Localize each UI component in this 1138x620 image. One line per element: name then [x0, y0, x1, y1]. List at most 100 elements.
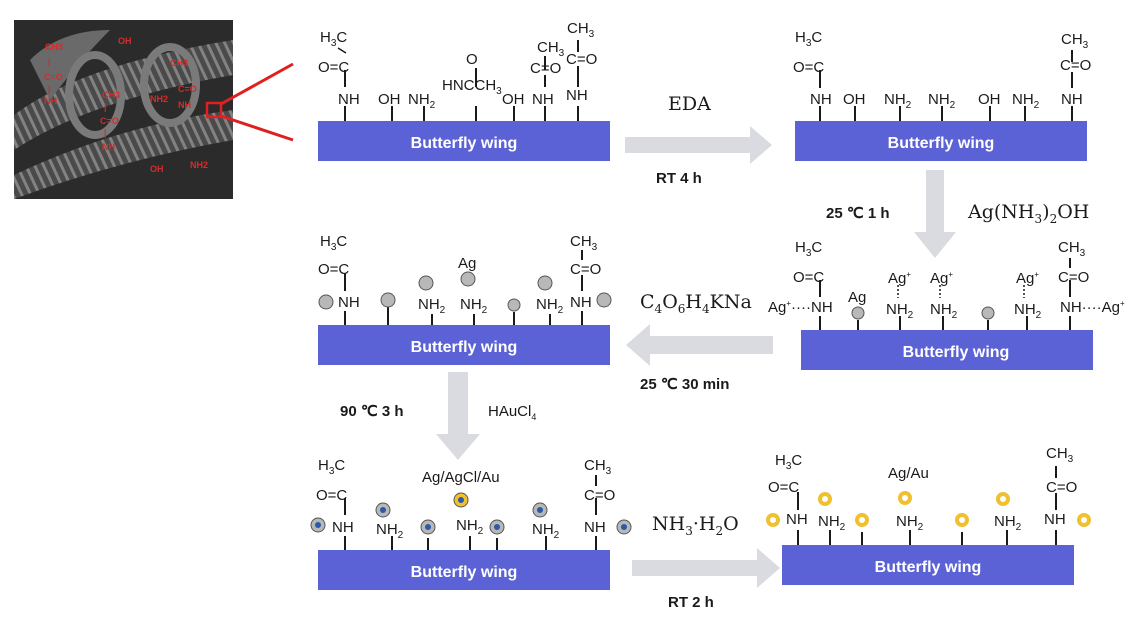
svg-text:CH3: CH3 — [170, 58, 188, 68]
svg-text:|: | — [48, 84, 51, 94]
ag-au-core-shell-particle — [453, 492, 469, 508]
svg-text:Ag: Ag — [848, 289, 866, 306]
panel-ag-agcl-au: Butterfly wing Ag/AgCl/Au H3C O=C — [310, 457, 632, 590]
svg-text:Ag+: Ag+ — [930, 270, 953, 287]
svg-text:NH2: NH2 — [896, 513, 924, 533]
ag-particle — [318, 294, 334, 310]
svg-text:O: O — [466, 51, 478, 68]
ag-au-core-shell-particle — [375, 502, 391, 518]
svg-text:OH: OH — [378, 91, 401, 108]
step3-reagent: C4O6H4KNa — [640, 291, 752, 316]
svg-text:CH3: CH3 — [102, 90, 120, 100]
ag-particle — [596, 292, 612, 308]
svg-text:NH2: NH2 — [150, 94, 168, 104]
svg-text:NH2: NH2 — [928, 91, 956, 111]
ag-au-core-shell-particle — [532, 502, 548, 518]
svg-text:NH2: NH2 — [1012, 91, 1040, 111]
svg-text:Ag+····NH: Ag+····NH — [768, 299, 833, 316]
svg-text:NH2: NH2 — [418, 296, 446, 316]
svg-text:NH: NH — [178, 100, 191, 110]
svg-text:C=O: C=O — [1046, 479, 1077, 496]
step2-condition: 25 ℃ 1 h — [826, 205, 890, 222]
svg-text:NH: NH — [786, 511, 808, 528]
svg-text:C=O: C=O — [530, 60, 561, 77]
arrow-step2 — [914, 170, 956, 258]
svg-text:NH2: NH2 — [460, 296, 488, 316]
svg-text:C=O: C=O — [584, 487, 615, 504]
sem-micrograph-inset: CH3 | C=O | NH OH CH3 CH3 | C=O | NH NH2… — [14, 20, 233, 199]
arrow-step5 — [632, 548, 780, 588]
wing-label: Butterfly wing — [411, 339, 518, 356]
svg-text:NH2: NH2 — [884, 91, 912, 111]
svg-text:Ag+: Ag+ — [1016, 270, 1039, 287]
svg-text:C=O: C=O — [178, 84, 197, 94]
svg-text:O=C: O=C — [793, 59, 824, 76]
step2-reagent: Ag(NH3)2OH — [967, 201, 1089, 226]
svg-text:NH2: NH2 — [376, 521, 404, 541]
svg-text:H3C: H3C — [795, 239, 822, 259]
au-particle — [955, 513, 969, 527]
svg-text:NH: NH — [332, 519, 354, 536]
panel-initial-wing: Butterfly wing H3C O=C NH OH NH2 O HNCCH… — [318, 20, 610, 161]
svg-text:H3C: H3C — [320, 29, 347, 49]
svg-text:CH3: CH3 — [1061, 31, 1089, 51]
panel5-particle-label: Ag/AgCl/Au — [422, 469, 500, 486]
panel-eda-modified: Butterfly wing H3C O=C NH OH NH2 NH2 OH … — [793, 29, 1091, 161]
panel-ag-nanoparticles: Butterfly wing Ag H3C O=C NH — [318, 233, 612, 365]
svg-text:NH····Ag+: NH····Ag+ — [1060, 299, 1125, 316]
svg-text:C=O: C=O — [100, 116, 119, 126]
svg-text:NH: NH — [810, 91, 832, 108]
svg-text:C=O: C=O — [1058, 269, 1089, 286]
ag-particle — [981, 306, 995, 320]
svg-text:H3C: H3C — [795, 29, 822, 49]
svg-text:H3C: H3C — [775, 452, 802, 472]
svg-text:C=O: C=O — [1060, 57, 1091, 74]
arrow-step4 — [436, 372, 480, 460]
svg-text:|: | — [104, 128, 107, 138]
svg-text:O=C: O=C — [316, 487, 347, 504]
arrow-step1 — [625, 126, 772, 164]
ag-particle — [507, 298, 521, 312]
svg-text:CH3: CH3 — [567, 20, 595, 40]
svg-text:NH: NH — [532, 91, 554, 108]
svg-text:NH2: NH2 — [536, 296, 564, 316]
svg-text:NH: NH — [1061, 91, 1083, 108]
svg-text:NH: NH — [102, 142, 115, 152]
svg-text:H3C: H3C — [318, 457, 345, 477]
svg-text:C=O: C=O — [566, 51, 597, 68]
panel-ag-ion-loaded: Butterfly wing H3C O=C Ag+····NH Ag Ag+ — [768, 239, 1125, 370]
svg-text:C=O: C=O — [570, 261, 601, 278]
svg-text:NH2: NH2 — [190, 160, 208, 170]
ag-au-core-shell-particle — [420, 519, 436, 535]
ag-particle — [418, 275, 434, 291]
au-particle — [1077, 513, 1091, 527]
panel6-particle-label: Ag/Au — [888, 465, 929, 482]
wing-label: Butterfly wing — [411, 564, 518, 581]
step5-condition: RT 2 h — [668, 594, 714, 611]
ag-particle — [537, 275, 553, 291]
step1-condition: RT 4 h — [656, 170, 702, 187]
svg-text:HNCCH3: HNCCH3 — [442, 77, 502, 97]
svg-text:NH2: NH2 — [1014, 301, 1042, 321]
svg-text:CH3: CH3 — [45, 42, 63, 52]
svg-text:|: | — [104, 102, 107, 112]
svg-text:NH: NH — [44, 96, 57, 106]
arrow-step3 — [626, 324, 773, 366]
svg-text:|: | — [48, 57, 51, 67]
wing-label: Butterfly wing — [888, 135, 995, 152]
svg-text:OH: OH — [150, 164, 164, 174]
wing-label: Butterfly wing — [411, 135, 518, 152]
au-particle — [898, 491, 912, 505]
svg-text:CH3: CH3 — [537, 39, 565, 59]
step3-condition: 25 ℃ 30 min — [640, 376, 729, 393]
zoom-marker — [205, 101, 223, 119]
step4-condition: 90 ℃ 3 h — [340, 403, 404, 420]
wing-label: Butterfly wing — [875, 559, 982, 576]
au-particle — [996, 492, 1010, 506]
svg-text:CH3: CH3 — [584, 457, 612, 477]
svg-text:NH: NH — [1044, 511, 1066, 528]
ag-au-core-shell-particle — [310, 517, 326, 533]
svg-text:CH3: CH3 — [1046, 445, 1074, 465]
svg-text:NH: NH — [338, 294, 360, 311]
